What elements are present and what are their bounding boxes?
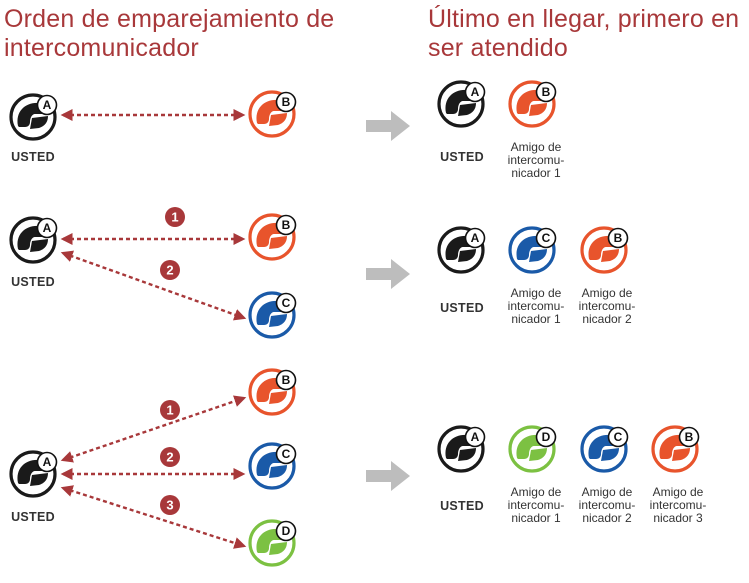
helmet-letter-badge: B — [542, 85, 551, 99]
pairing-arrow-a-d — [60, 485, 247, 549]
transition-arrow-row3 — [366, 461, 410, 491]
step-number-1: 1 — [165, 207, 185, 227]
helmet-icon-you: A — [9, 450, 58, 498]
helmet-letter-badge: B — [614, 231, 623, 245]
helmet-letter-badge: B — [282, 218, 291, 232]
helmet-icon-you: A — [437, 80, 486, 128]
helmet-icon-you: A — [9, 216, 58, 264]
helmet-letter-badge: A — [43, 221, 52, 235]
helmet-icon-friend-b: B — [651, 425, 700, 473]
step-number-2: 2 — [160, 447, 180, 467]
helmet-letter-badge: D — [282, 524, 291, 538]
transition-arrow-row1 — [366, 111, 410, 141]
label-you: USTED — [440, 150, 484, 164]
transition-arrow-row2 — [366, 259, 410, 289]
label-you: USTED — [440, 301, 484, 315]
helmet-letter-badge: D — [542, 430, 551, 444]
helmet-letter-badge: C — [542, 231, 551, 245]
helmet-icon-friend-d: D — [248, 519, 297, 567]
helmet-icon-friend-d: D — [508, 425, 557, 473]
helmet-icon-you: A — [437, 425, 486, 473]
helmet-letter-badge: A — [471, 231, 480, 245]
helmet-letter-badge: C — [282, 447, 291, 461]
title-pairing-order: Orden de emparejamiento de intercomunica… — [4, 5, 335, 62]
pairing-arrow-a-c — [60, 250, 247, 321]
step-number-1: 1 — [160, 400, 180, 420]
helmet-letter-badge: B — [685, 430, 694, 444]
title-last-come-first-served: Último en llegar, primero en ser atendid… — [428, 5, 740, 62]
helmet-letter-badge: A — [471, 85, 480, 99]
helmet-icon-friend-c: C — [248, 291, 297, 339]
helmet-icon-friend-c: C — [248, 442, 297, 490]
label-you: USTED — [440, 499, 484, 513]
helmet-icon-friend-b: B — [248, 213, 297, 261]
helmet-icon-friend-b: B — [508, 80, 557, 128]
label-you: USTED — [11, 510, 55, 524]
label-you: USTED — [11, 150, 55, 164]
svg-text:1: 1 — [171, 210, 178, 225]
helmet-icon-friend-b: B — [580, 226, 629, 274]
label-you: USTED — [11, 275, 55, 289]
step-number-2: 2 — [160, 260, 180, 280]
svg-text:2: 2 — [166, 450, 173, 465]
helmet-icon-friend-b: B — [248, 368, 297, 416]
helmet-icon-friend-c: C — [508, 226, 557, 274]
helmet-letter-badge: B — [282, 373, 291, 387]
helmet-letter-badge: A — [43, 455, 52, 469]
helmet-icon-you: A — [9, 93, 58, 141]
svg-text:3: 3 — [166, 498, 173, 513]
helmet-letter-badge: B — [282, 95, 291, 109]
step-number-3: 3 — [160, 495, 180, 515]
svg-text:2: 2 — [166, 263, 173, 278]
helmet-icon-friend-b: B — [248, 90, 297, 138]
helmet-letter-badge: C — [614, 430, 623, 444]
helmet-letter-badge: A — [471, 430, 480, 444]
svg-text:1: 1 — [166, 403, 173, 418]
helmet-icon-friend-c: C — [580, 425, 629, 473]
helmet-letter-badge: C — [282, 296, 291, 310]
helmet-icon-you: A — [437, 226, 486, 274]
helmet-letter-badge: A — [43, 98, 52, 112]
pairing-arrow-a-b — [60, 395, 247, 463]
